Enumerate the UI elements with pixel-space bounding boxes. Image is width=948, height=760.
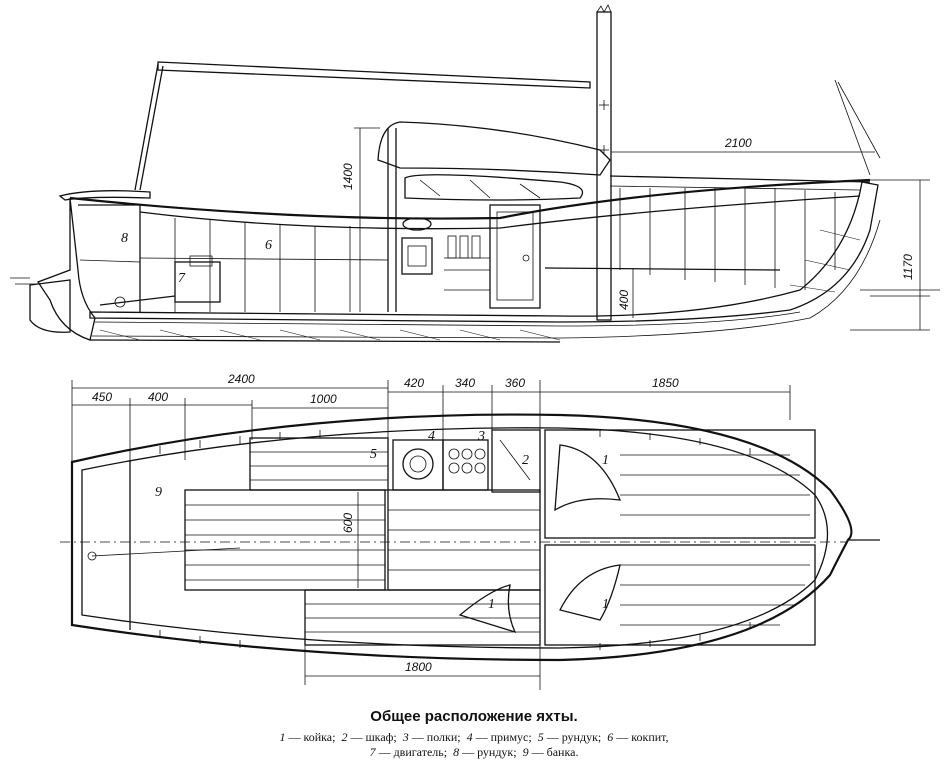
- legend-text: — рундук;: [462, 745, 517, 759]
- svg-text:1000: 1000: [310, 392, 337, 406]
- svg-text:360: 360: [505, 376, 525, 390]
- legend-text: — банка.: [531, 745, 579, 759]
- plan-view: 2400 450 400 1000 420 340 360 1850 600 1…: [60, 372, 880, 690]
- primus-stove-side: [401, 217, 433, 275]
- dim-cabin-height: 1400: [341, 127, 380, 312]
- berth-blanket-1: [554, 444, 622, 512]
- legend-text: — примус;: [475, 730, 532, 744]
- dim-bow-height: 1170: [850, 179, 930, 331]
- berth-blanket-2: [559, 564, 621, 621]
- label-2: 2: [522, 453, 529, 468]
- svg-text:1400: 1400: [341, 163, 355, 190]
- legend-text: — кокпит,: [616, 730, 669, 744]
- mast: [596, 4, 612, 321]
- side-view: 1400 2100 1170 400 8 6 7: [10, 4, 940, 343]
- svg-text:1170: 1170: [901, 254, 915, 280]
- svg-text:2400: 2400: [227, 372, 255, 386]
- legend-text: — койка;: [288, 730, 336, 744]
- label-4: 4: [428, 429, 435, 444]
- legend-text: — рундук;: [546, 730, 602, 744]
- label-1-cabin-berth: 1: [488, 597, 495, 612]
- caption-legend-line-1: 1 — койка; 2 — шкаф; 3 — полки; 4 — прим…: [0, 730, 948, 745]
- svg-text:340: 340: [455, 376, 475, 390]
- svg-text:600: 600: [341, 513, 355, 533]
- cupboard-door: [489, 204, 541, 309]
- dim-floor-height: 400: [617, 268, 634, 318]
- label-6: 6: [265, 238, 272, 253]
- legend-text: — полки;: [411, 730, 461, 744]
- cabin-window: [404, 174, 584, 201]
- svg-text:1800: 1800: [405, 660, 432, 674]
- dim-1800: 1800: [304, 640, 540, 685]
- waterline: [10, 277, 940, 297]
- legend-num: 9: [522, 745, 529, 759]
- label-8: 8: [121, 231, 128, 246]
- legend-text: — шкаф;: [350, 730, 397, 744]
- plan-frame-ticks: [159, 430, 751, 650]
- legend-num: 5: [537, 730, 544, 744]
- legend-num: 6: [607, 730, 614, 744]
- hull-bottom: [89, 181, 879, 323]
- bow-frames: [619, 188, 836, 290]
- legend-num: 1: [279, 730, 286, 744]
- berth-boards: [620, 454, 810, 626]
- berth-blanket-3: [458, 584, 517, 634]
- plan-hull-outline: [70, 413, 853, 662]
- shelves-plan: [442, 439, 489, 491]
- label-3: 3: [477, 429, 485, 444]
- shelf-bottles: [444, 235, 490, 291]
- legend-text: — двигатель;: [378, 745, 448, 759]
- label-1-lower-berth: 1: [602, 597, 609, 612]
- label-5: 5: [370, 447, 377, 462]
- gaff: [157, 61, 591, 89]
- svg-text:420: 420: [404, 376, 424, 390]
- cabin-roof: [377, 121, 611, 176]
- legend-num: 2: [341, 730, 348, 744]
- legend-num: 8: [453, 745, 460, 759]
- svg-text:400: 400: [617, 290, 631, 310]
- svg-text:400: 400: [148, 390, 168, 404]
- svg-text:1850: 1850: [652, 376, 679, 390]
- stern: [37, 197, 96, 341]
- legend-num: 3: [402, 730, 409, 744]
- legend-num: 4: [466, 730, 473, 744]
- rudder: [29, 279, 71, 333]
- legend-num: 7: [369, 745, 376, 759]
- svg-text:450: 450: [92, 390, 112, 404]
- svg-text:2100: 2100: [724, 136, 752, 150]
- caption-title: Общее расположение яхты.: [370, 708, 578, 725]
- label-1-upper-berth: 1: [602, 453, 609, 468]
- keel-hatching: [99, 229, 861, 341]
- cockpit-floor-boards: [185, 504, 385, 581]
- primus-plan: [392, 439, 444, 491]
- label-7: 7: [178, 271, 186, 286]
- dim-bow-deck-length: 2100: [611, 136, 875, 153]
- caption-legend-line-2: 7 — двигатель; 8 — рундук; 9 — банка.: [0, 745, 948, 760]
- engine-side: [99, 255, 221, 308]
- tiller: [58, 190, 151, 201]
- label-9: 9: [155, 485, 162, 500]
- plan-top-dimensions: 2400 450 400 1000 420 340 360 1850: [71, 372, 791, 690]
- dim-600: 600: [341, 492, 359, 588]
- sheer-line: [69, 178, 871, 220]
- yacht-general-arrangement-drawing: 1400 2100 1170 400 8 6 7: [10, 4, 940, 690]
